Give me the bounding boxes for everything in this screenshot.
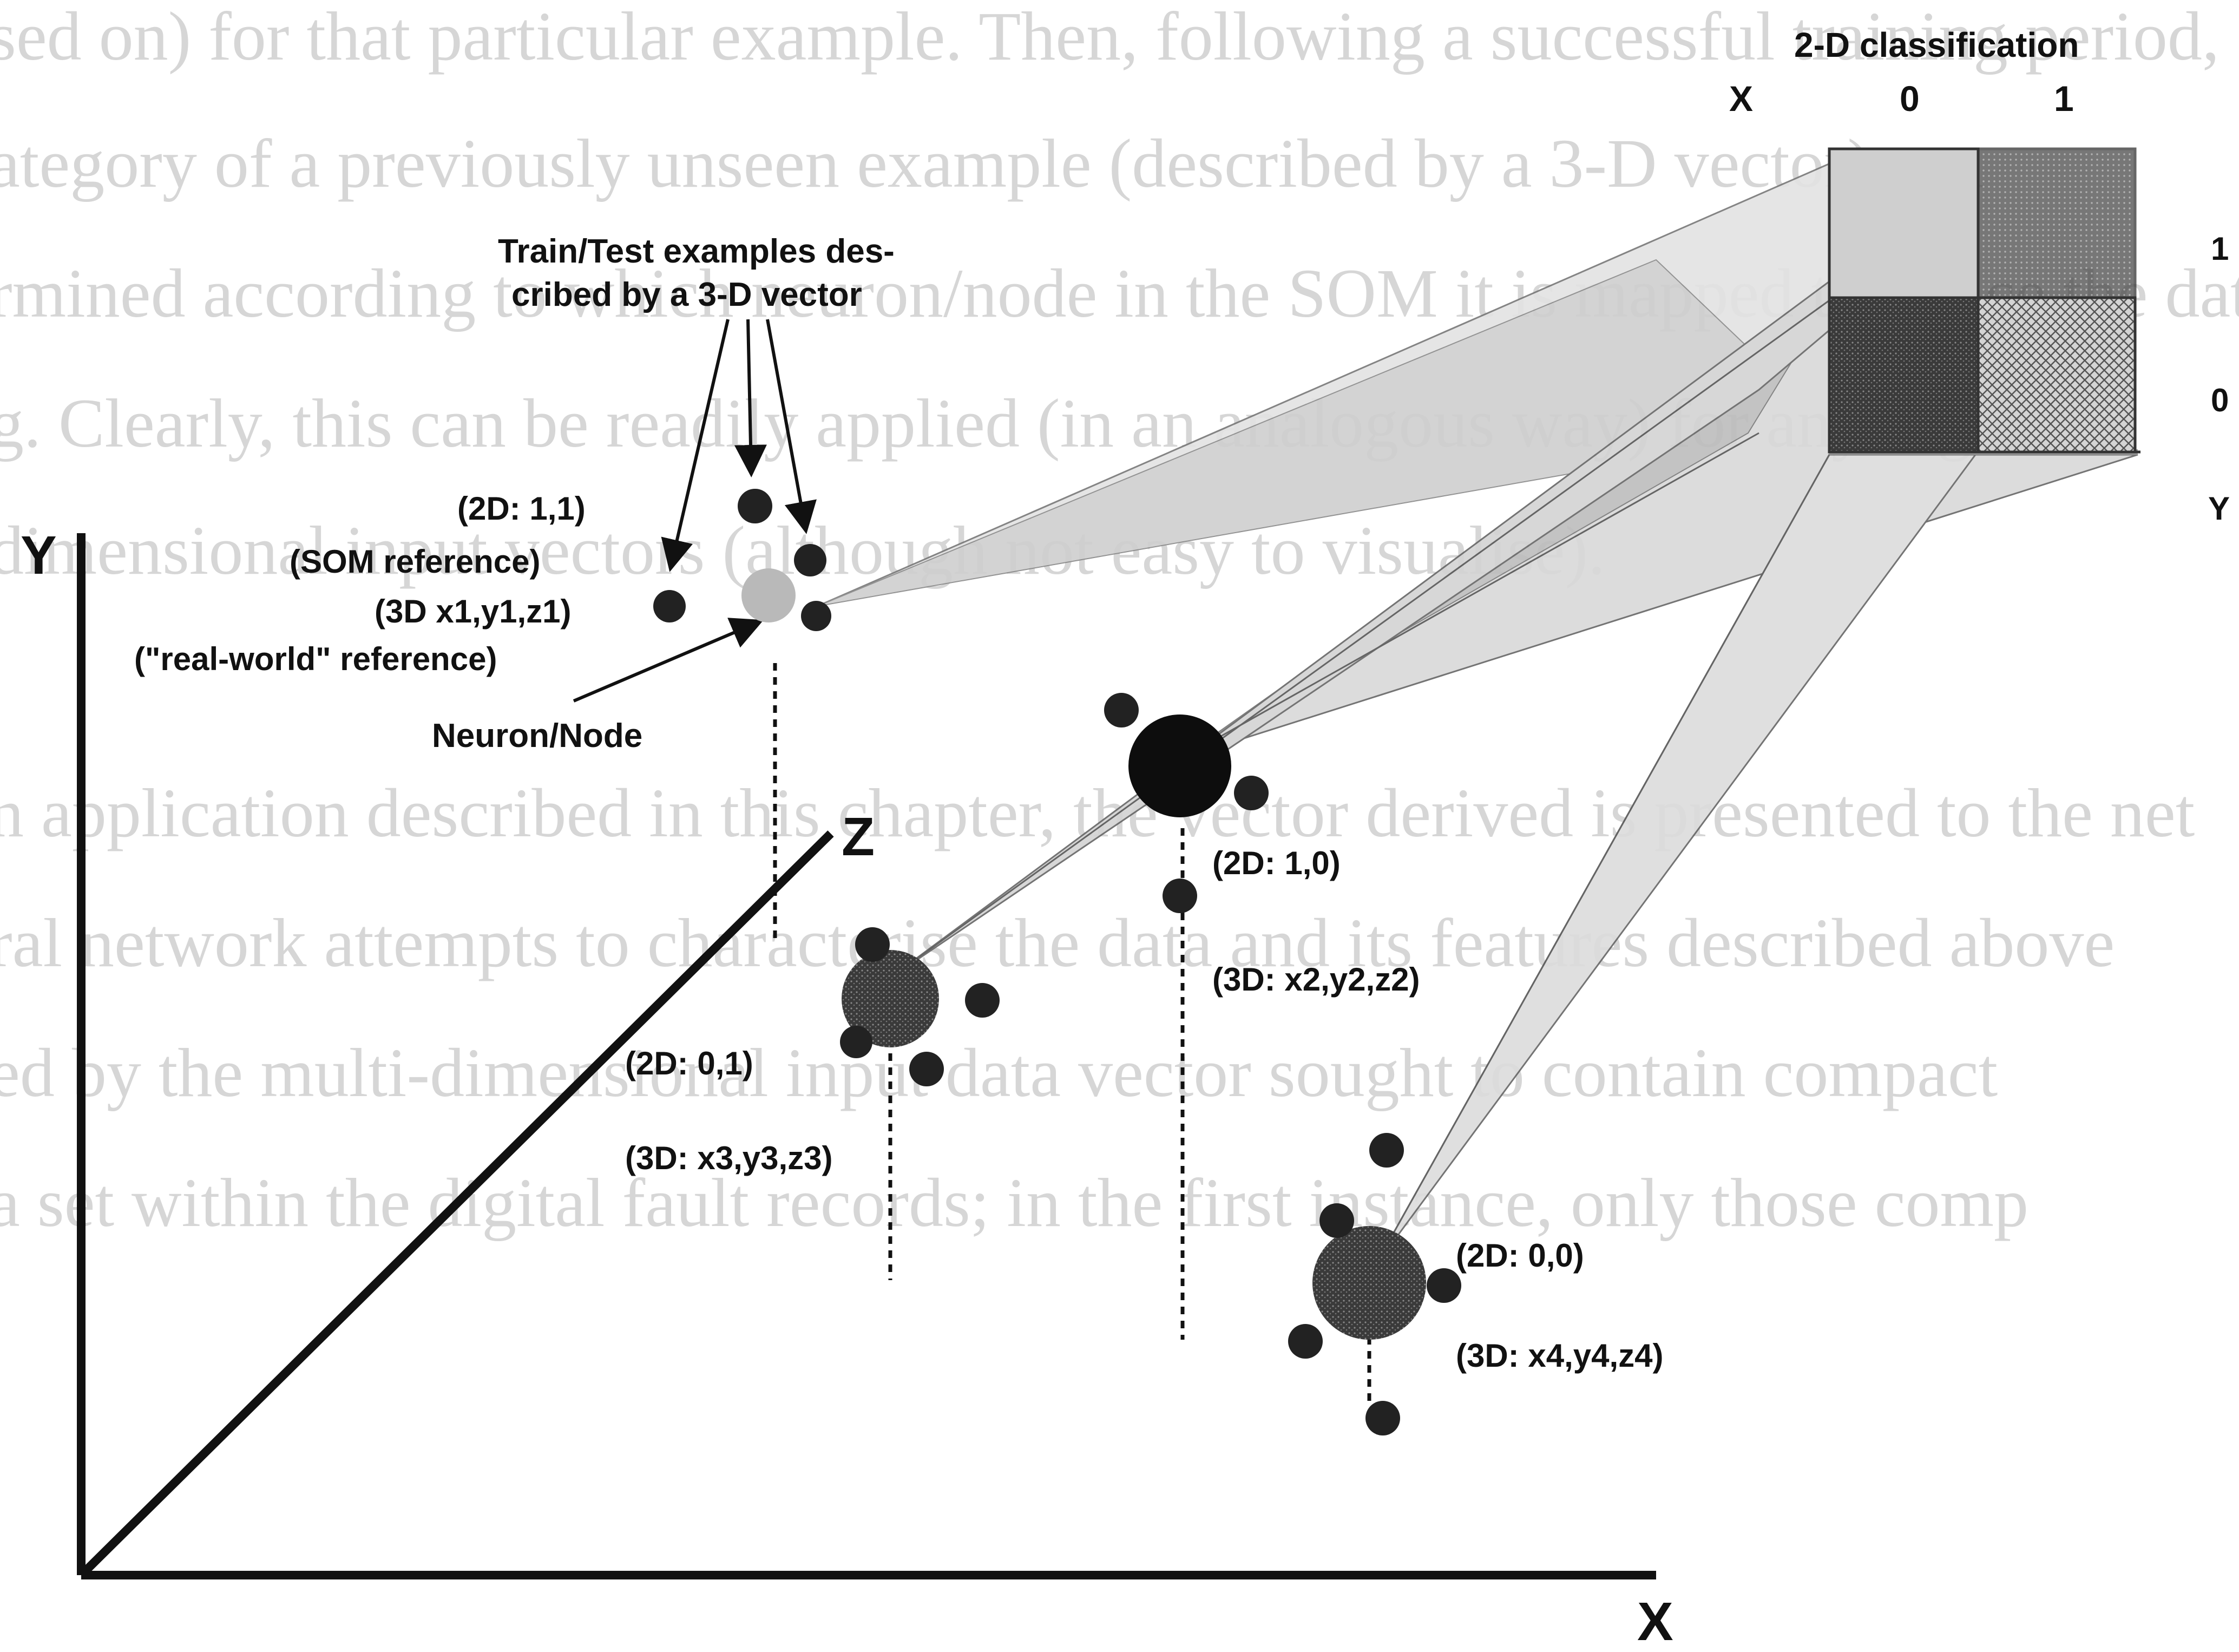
neuron-node-label: Neuron/Node [432, 717, 642, 755]
example-dot [794, 544, 826, 576]
example-dot [653, 590, 686, 622]
grid-x-header: X [1729, 78, 1753, 119]
grid-cell-1-0 [1977, 296, 2137, 454]
neuron-node-2 [1104, 693, 1269, 913]
example-dot [1427, 1268, 1461, 1303]
z-axis [78, 830, 834, 1578]
arrow-to-neuron [573, 618, 764, 703]
example-dot [801, 601, 831, 631]
z-axis-label: Z [842, 807, 875, 867]
arrow-to-example-1 [661, 319, 730, 572]
example-dot [909, 1052, 944, 1086]
arrow-to-example-2 [734, 319, 767, 477]
example-dot [840, 1026, 872, 1058]
example-dot [1319, 1203, 1354, 1238]
node2-2d-label: (2D: 1,0) [1212, 845, 1341, 881]
neuron-node-2-body [1128, 714, 1231, 817]
grid-cell-0-1 [1828, 147, 1980, 299]
neuron-node-1-body [741, 568, 796, 622]
background-text-line: sed on) for that particular example. The… [0, 0, 2220, 75]
grid-row-label-0: 0 [2211, 382, 2229, 418]
background-text-line: ral network attempts to characterise the… [0, 904, 2115, 981]
example-dot [1104, 693, 1139, 727]
example-dot [965, 983, 1000, 1018]
background-text-line: a set within the digital fault records; … [0, 1164, 2028, 1241]
node3-2d-label: (2D: 0,1) [625, 1045, 753, 1081]
drop-lines [773, 663, 1371, 1407]
neuron-node-4 [1288, 1133, 1461, 1435]
node2-3d-label: (3D: x2,y2,z2) [1212, 961, 1420, 998]
projection-beams [817, 153, 2138, 1267]
train-test-label-line1: Train/Test examples des- [498, 233, 895, 270]
classification-title: 2-D classification [1794, 25, 2079, 64]
real-world-reference-label: ("real-world" reference) [134, 641, 497, 677]
grid-col-label-1: 1 [2054, 78, 2074, 119]
3d-axes: Y Z X [21, 525, 1673, 1652]
annotation-arrows [573, 319, 817, 703]
grid-row-label-1: 1 [2211, 231, 2229, 267]
train-test-label-line2: cribed by a 3-D vector [511, 276, 862, 313]
example-dot [738, 489, 772, 523]
background-text-line: ed by the multi-dimensional input data v… [0, 1034, 1998, 1111]
example-dot [1369, 1133, 1404, 1168]
annotations: Train/Test examples des- cribed by a 3-D… [134, 233, 1664, 1374]
node4-3d-label: (3D: x4,y4,z4) [1456, 1338, 1664, 1374]
background-text-line: ategory of a previously unseen example (… [0, 125, 1984, 202]
arrow-to-example-3 [766, 319, 817, 534]
example-dot [1288, 1324, 1323, 1359]
neuron-node-3-body [842, 950, 939, 1047]
grid-cell-1-1 [1977, 147, 2137, 299]
classification-grid: 2-D classification X 0 1 1 0 Y [1729, 25, 2230, 527]
grid-col-label-0: 0 [1900, 78, 1920, 119]
neuron-node-3 [840, 927, 1000, 1086]
example-dot [855, 927, 890, 962]
node1-3d-label: (3D x1,y1,z1) [375, 593, 572, 630]
grid-cell-0-0 [1828, 296, 1980, 454]
neuron-node-1 [653, 489, 831, 631]
example-dot [1234, 776, 1269, 810]
node3-3d-label: (3D: x3,y3,z3) [625, 1140, 833, 1176]
example-dot [1163, 879, 1197, 913]
node1-2d-label: (2D: 1,1) [457, 490, 586, 527]
neuron-node-4-body [1312, 1226, 1426, 1340]
example-dot [1365, 1401, 1400, 1435]
y-axis-label: Y [21, 525, 57, 586]
som-reference-label: (SOM reference) [290, 543, 540, 580]
x-axis-label: X [1637, 1591, 1673, 1652]
node4-2d-label: (2D: 0,0) [1456, 1237, 1584, 1274]
background-text-line: n application described in this chapter,… [0, 775, 2195, 851]
grid-y-label: Y [2208, 490, 2230, 527]
